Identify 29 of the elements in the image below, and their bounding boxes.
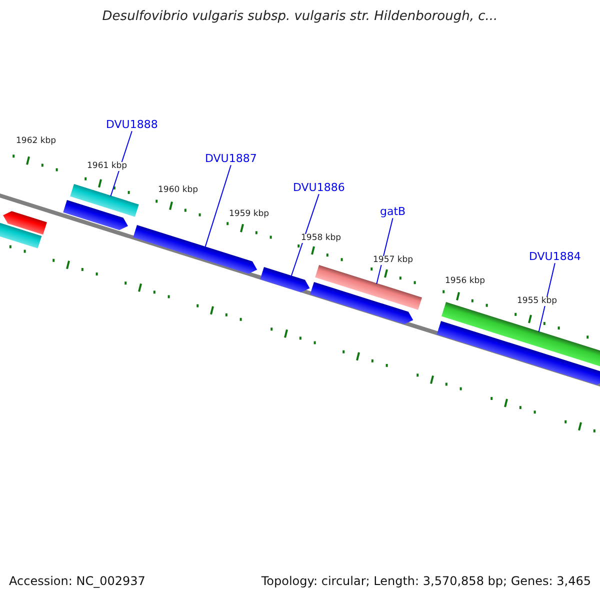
scale-label: 1958 kbp bbox=[301, 234, 342, 244]
footer-text: Topology: circular; Length: 3,570,858 bp; Genes: 3,465 bbox=[261, 575, 591, 588]
gene-feature bbox=[133, 225, 258, 274]
scale-label: 1956 kbp bbox=[445, 277, 486, 286]
gene-label: DVU1887 bbox=[205, 153, 257, 166]
gene-label: DVU1884 bbox=[529, 251, 581, 264]
leader-line bbox=[204, 164, 232, 248]
scale-label: 1959 kbp bbox=[229, 210, 270, 220]
gene-segment bbox=[0, 221, 42, 248]
gene-feature bbox=[3, 211, 47, 235]
gene-segment bbox=[315, 265, 422, 310]
gene-feature bbox=[310, 282, 414, 324]
gene-label: DVU1886 bbox=[293, 182, 345, 194]
gene-label: DVU1888 bbox=[106, 119, 158, 132]
scale-label: 1955 kbp bbox=[517, 297, 558, 306]
leader-line bbox=[290, 194, 320, 277]
gene-segment bbox=[70, 184, 139, 217]
gene-feature bbox=[63, 200, 128, 230]
title: Desulfovibrio vulgaris subsp. vulgaris str. Hildenborough, c... bbox=[101, 10, 499, 24]
scale-label: 1957 kbp bbox=[373, 256, 414, 266]
gene-feature bbox=[260, 267, 310, 292]
scale-label: 1961 kbp bbox=[87, 162, 128, 172]
leader-line bbox=[538, 262, 556, 332]
leader-line bbox=[376, 218, 394, 284]
gene-label: gatB bbox=[380, 206, 406, 218]
gene-feature bbox=[436, 321, 600, 385]
scale-label: 1962 kbp bbox=[16, 137, 56, 146]
footer-text: Accession: NC_002937 bbox=[9, 575, 146, 588]
scale-label: 1960 kbp bbox=[158, 186, 198, 196]
